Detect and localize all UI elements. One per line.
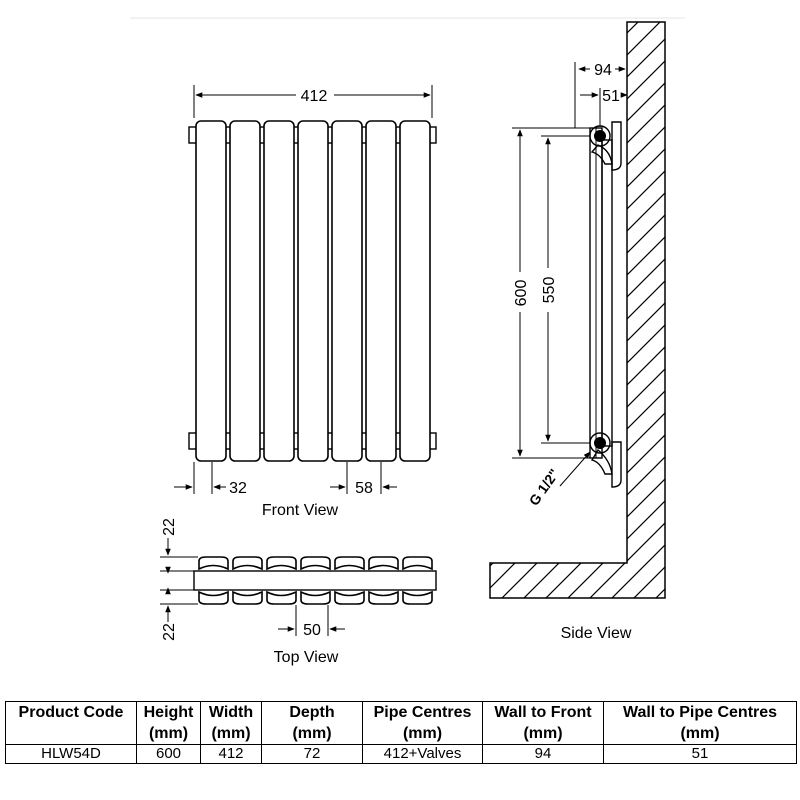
wall-to-pipe-label: 51 xyxy=(602,88,620,105)
wall-to-front-dimension: 94 xyxy=(574,62,626,128)
front-view: 412 32 58 xyxy=(174,85,437,519)
cell-height: 600 xyxy=(136,744,201,764)
cell-depth: 72 xyxy=(261,744,363,764)
tube-section xyxy=(402,556,433,571)
specification-table: Product Code Height(mm) Width(mm) Depth(… xyxy=(5,701,797,764)
tube-section xyxy=(266,590,297,605)
table-header-row: Product Code Height(mm) Width(mm) Depth(… xyxy=(5,701,797,745)
offset-dimension: 32 xyxy=(174,462,247,497)
column-header-height: Height(mm) xyxy=(136,701,201,745)
column-header-product-code: Product Code xyxy=(5,701,137,745)
side-view: 94 51 600 550 G 1/2" Side View xyxy=(489,21,666,642)
tube-section xyxy=(300,590,331,605)
cell-pipe-centres: 412+Valves xyxy=(362,744,483,764)
bottom-clearance-label: 22 xyxy=(161,623,178,641)
tube-section xyxy=(334,590,365,605)
pipe-centres-label: 550 xyxy=(541,277,558,304)
cell-product-code: HLW54D xyxy=(5,744,137,764)
cell-width: 412 xyxy=(200,744,262,764)
offset-dimension-label: 32 xyxy=(229,480,247,497)
top-view-lower-tubes xyxy=(198,590,433,605)
pipe-centres-dimension: 550 xyxy=(541,135,590,444)
cell-wall-to-front: 94 xyxy=(482,744,604,764)
top-view-label: Top View xyxy=(274,649,339,666)
tube-section xyxy=(300,556,331,571)
column-header-width: Width(mm) xyxy=(200,701,262,745)
top-view: 22 22 50 Top View xyxy=(160,518,437,666)
side-view-label: Side View xyxy=(561,625,632,642)
column-header-wall-to-front: Wall to Front(mm) xyxy=(482,701,604,745)
pitch-dimension: 58 xyxy=(330,462,397,497)
tube-section xyxy=(368,556,399,571)
column-header-wall-to-pipe-centres: Wall to Pipe Centres(mm) xyxy=(603,701,797,745)
cell-wall-to-pipe-centres: 51 xyxy=(603,744,797,764)
bottom-bracket xyxy=(611,441,622,488)
column-width-label: 50 xyxy=(303,622,321,639)
top-view-rail xyxy=(193,570,437,591)
top-clearance-label: 22 xyxy=(161,518,178,536)
radiator-column xyxy=(399,120,431,462)
wall-to-front-label: 94 xyxy=(594,62,612,79)
radiator-column xyxy=(229,120,261,462)
top-view-upper-tubes xyxy=(198,556,433,571)
tube-section xyxy=(334,556,365,571)
tube-section xyxy=(232,590,263,605)
width-dimension-label: 412 xyxy=(301,88,328,105)
tube-section xyxy=(368,590,399,605)
radiator-side-inner xyxy=(601,139,613,447)
radiator-columns xyxy=(195,120,431,462)
radiator-column xyxy=(365,120,397,462)
column-width-dimension: 50 xyxy=(278,605,345,639)
wall-to-pipe-dimension: 51 xyxy=(580,88,628,126)
tube-section xyxy=(232,556,263,571)
technical-drawing: 412 32 58 xyxy=(130,17,685,666)
front-view-label: Front View xyxy=(262,502,339,519)
radiator-column xyxy=(195,120,227,462)
tube-section xyxy=(402,590,433,605)
table-row: HLW54D 600 412 72 412+Valves 94 51 xyxy=(5,744,797,764)
depth-dimensions: 22 22 xyxy=(160,518,198,641)
width-dimension: 412 xyxy=(193,85,433,118)
height-dimension: 600 xyxy=(512,127,590,459)
radiator-column xyxy=(331,120,363,462)
tube-section xyxy=(198,556,229,571)
top-bracket xyxy=(611,121,622,171)
tube-section xyxy=(266,556,297,571)
tube-section xyxy=(198,590,229,605)
pitch-dimension-label: 58 xyxy=(355,480,373,497)
radiator-column xyxy=(263,120,295,462)
height-label: 600 xyxy=(513,280,530,307)
column-header-depth: Depth(mm) xyxy=(261,701,363,745)
column-header-pipe-centres: Pipe Centres(mm) xyxy=(362,701,483,745)
thread-size-label: G 1/2" xyxy=(526,466,563,509)
wall xyxy=(489,21,666,599)
radiator-column xyxy=(297,120,329,462)
